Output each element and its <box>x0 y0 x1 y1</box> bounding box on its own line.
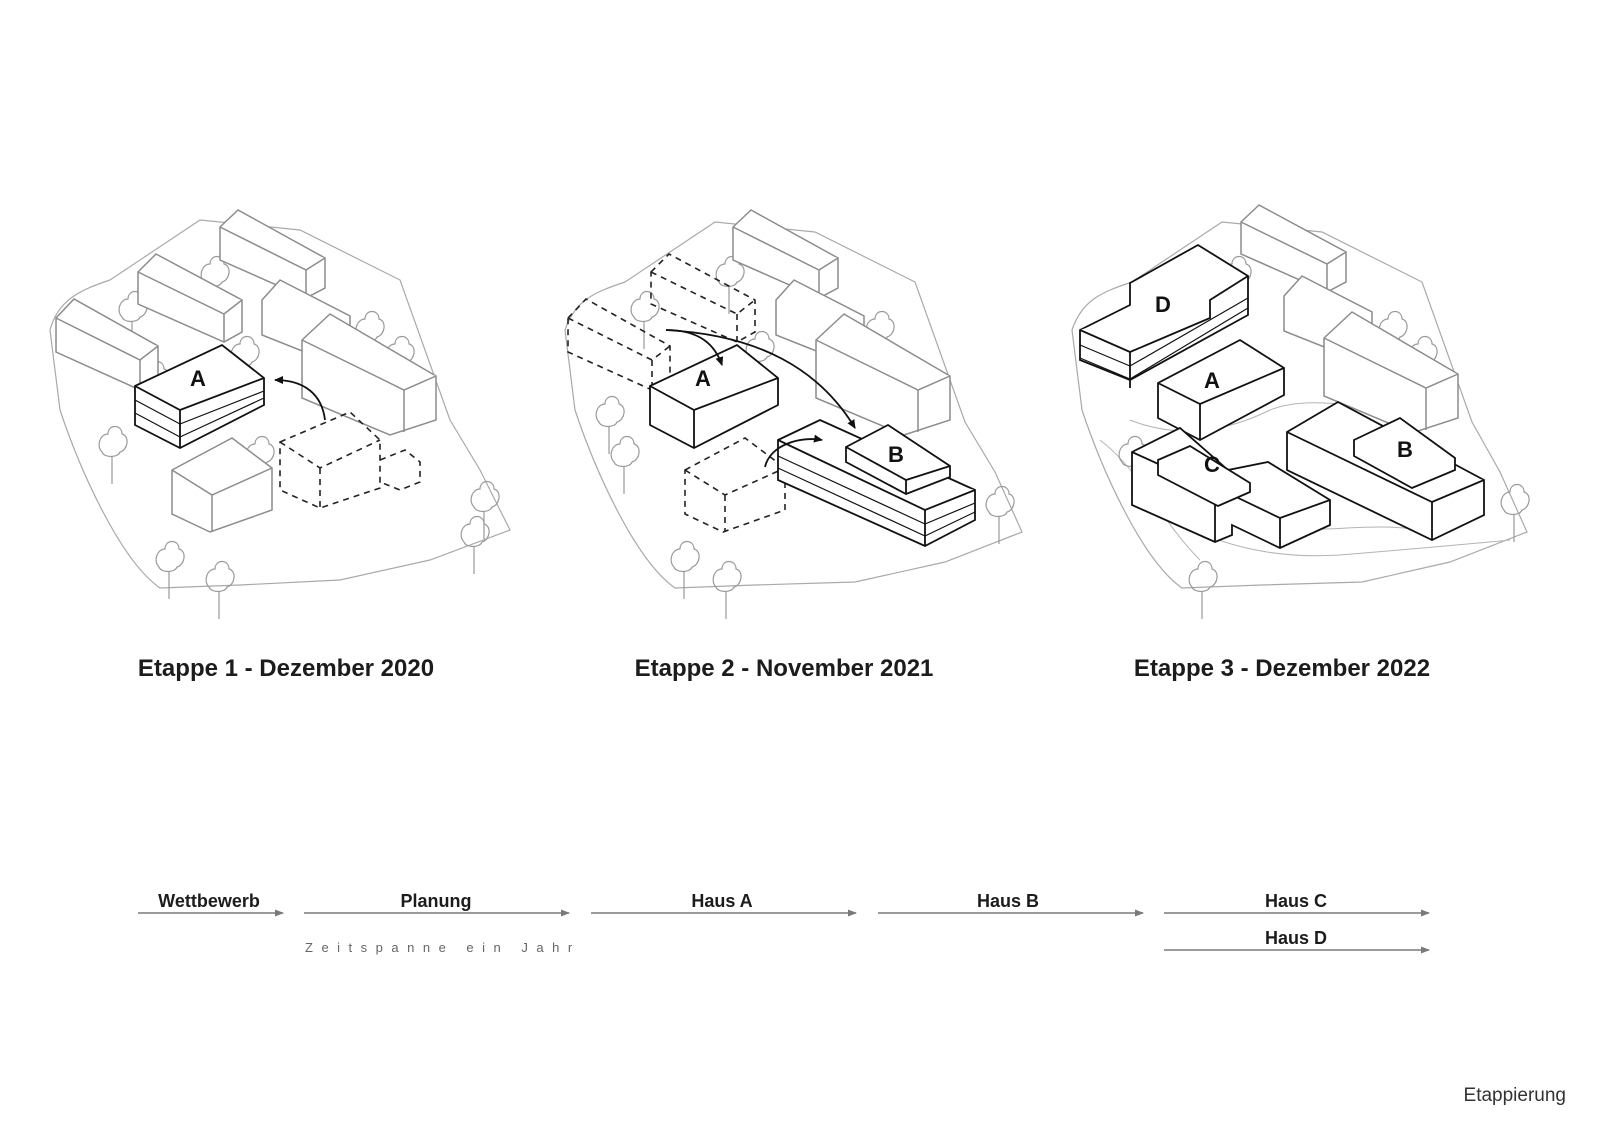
house-label-c: C <box>1204 452 1220 477</box>
context-buildings <box>1240 204 1459 434</box>
house-c-stage3 <box>1131 426 1331 549</box>
site-outline <box>1071 221 1528 589</box>
stage-3-axonometric: D A C B <box>1071 204 1530 620</box>
stage-1-axonometric: A <box>49 209 511 620</box>
ghost-building <box>279 411 421 509</box>
house-b-stage3 <box>1286 400 1485 541</box>
house-d-stage3 <box>1079 243 1249 388</box>
house-label-a: A <box>695 366 711 391</box>
relocation-arrows <box>665 329 856 468</box>
timeline-label-haus-c: Haus C <box>1264 891 1328 911</box>
house-label-a: A <box>190 366 206 391</box>
timeline-label-planung: Planung <box>400 891 472 911</box>
stage-2-axonometric: A B <box>564 209 1023 620</box>
house-a-stage2 <box>649 343 779 450</box>
stage-3-title: Etappe 3 - Dezember 2022 <box>1133 655 1431 682</box>
timeline-arrows <box>138 909 1430 954</box>
context-buildings <box>55 209 437 533</box>
house-label-b: B <box>1397 437 1413 462</box>
timeline-label-haus-a: Haus A <box>691 891 753 911</box>
stage-1-title: Etappe 1 - Dezember 2020 <box>137 655 435 682</box>
caption: Etappierung <box>1463 1085 1566 1106</box>
timeline-label-wettbewerb: Wettbewerb <box>158 891 260 911</box>
house-a-stage3 <box>1157 338 1285 442</box>
house-label-b: B <box>888 442 904 467</box>
house-label-a: A <box>1204 368 1220 393</box>
site-outline <box>564 221 1023 589</box>
site-outline <box>49 219 511 589</box>
context-buildings <box>732 209 951 436</box>
timeline-planung-note: Zeitspanne ein Jahr <box>305 940 581 955</box>
house-label-d: D <box>1155 292 1171 317</box>
stage-2-title: Etappe 2 - November 2021 <box>634 655 934 682</box>
house-b-stage2 <box>777 419 976 547</box>
timeline-label-haus-d: Haus D <box>1264 928 1328 948</box>
timeline-label-haus-b: Haus B <box>976 891 1040 911</box>
house-a-stage1 <box>134 343 265 450</box>
arrow-demolish-to-a <box>274 376 326 421</box>
